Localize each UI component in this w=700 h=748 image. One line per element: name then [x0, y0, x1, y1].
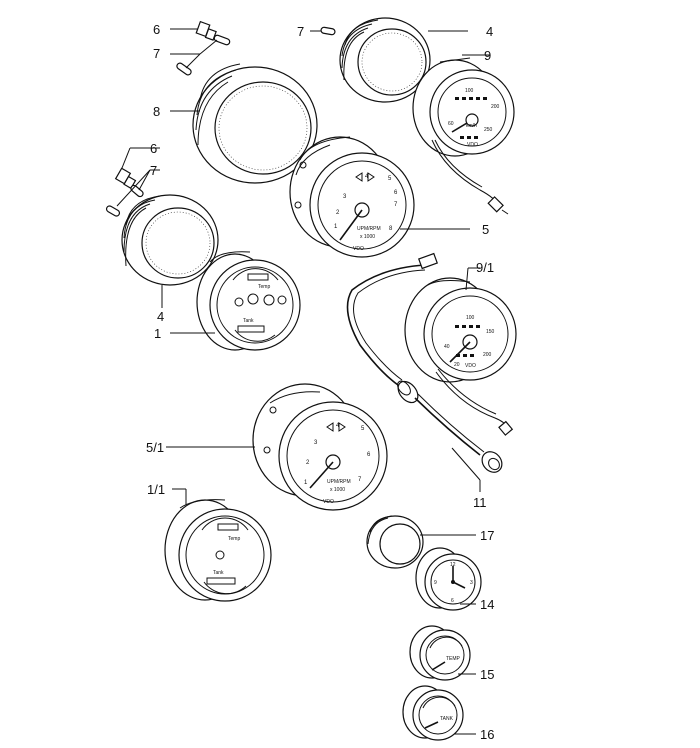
speedometer-9-1: 40 100 150 200 20 VDO — [404, 277, 517, 436]
speedo2-label: 100 — [466, 315, 475, 321]
combination-gauge-1-1: Temp Tank — [164, 499, 272, 602]
callout-1-1: 1/1 — [147, 482, 165, 497]
trim-ring-4-mid — [121, 194, 219, 286]
tach2-num: 1 — [304, 480, 308, 486]
speedo-label: 200 — [491, 104, 500, 110]
callout-1: 1 — [154, 326, 161, 341]
callout-7-mid: 7 — [150, 163, 157, 178]
clock-14: 12 3 6 9 — [415, 547, 482, 611]
bulb-7-top — [176, 34, 231, 76]
speedo2-label: 150 — [486, 329, 495, 335]
leader-lines — [116, 28, 490, 735]
tach-num: 1 — [334, 224, 338, 230]
tach-mult: x 1000 — [360, 234, 375, 240]
tach-num: 7 — [394, 202, 398, 208]
speedo-unit: km/h — [466, 123, 477, 129]
temp-label: TEMP — [446, 656, 461, 662]
clock-num: 9 — [434, 580, 437, 586]
speedometer-cable-11 — [346, 252, 503, 492]
callout-8: 8 — [153, 104, 160, 119]
bulb-7-top-right — [320, 26, 336, 36]
tach-unit: UPM/RPM — [357, 226, 381, 232]
trim-ring-4-top — [339, 17, 431, 103]
callout-4-mid: 4 — [157, 309, 164, 324]
callout-5-1: 5/1 — [146, 440, 164, 455]
tach2-num: 3 — [314, 440, 318, 446]
callout-11: 11 — [473, 495, 487, 510]
tach2-num: 7 — [358, 477, 362, 483]
callout-16: 16 — [480, 727, 494, 742]
speedo-label: 100 — [465, 88, 474, 94]
trim-ring-17 — [366, 515, 424, 569]
fuel-gauge-16: TANK — [402, 685, 464, 741]
tach2-unit: UPM/RPM — [327, 479, 351, 485]
tach-vdo: VDO — [353, 246, 364, 252]
clock-num: 12 — [450, 562, 456, 568]
callout-15: 15 — [480, 667, 494, 682]
bulb-holder-6-top — [195, 20, 217, 41]
callout-6-top: 6 — [153, 22, 160, 37]
tach-num: 3 — [343, 194, 347, 200]
tach2-num: 4 — [336, 423, 340, 429]
temp-gauge-15: TEMP — [409, 625, 471, 681]
callout-7-right: 7 — [297, 24, 304, 39]
tach-num: 8 — [389, 226, 393, 232]
tach2-vdo: VDO — [323, 499, 334, 505]
callout-7-top: 7 — [153, 46, 160, 61]
callout-4-top: 4 — [486, 24, 493, 39]
callout-17: 17 — [480, 528, 494, 543]
speedometer-9: 60 100 200 250 km/h VDO — [412, 57, 515, 215]
speedo2-vdo: VDO — [465, 363, 476, 369]
combo-temp-label: Temp — [258, 284, 270, 290]
callout-labels: 6 7 8 7 4 9 6 7 4 1 5 9/1 5/1 1/1 11 17 … — [146, 22, 494, 742]
callout-9-1: 9/1 — [476, 260, 494, 275]
tach-num: 6 — [394, 190, 398, 196]
speedo-label: 250 — [484, 127, 493, 133]
tach2-num: 2 — [306, 460, 310, 466]
clock-num: 6 — [451, 598, 454, 604]
tach-num: 4 — [365, 174, 369, 180]
tach2-num: 6 — [367, 452, 371, 458]
speedo2-label: 40 — [444, 344, 450, 350]
combination-gauge-1: Temp Tank — [196, 251, 301, 351]
callout-9: 9 — [484, 48, 491, 63]
speedo2-label: 20 — [454, 362, 460, 368]
fuel-label: TANK — [440, 716, 454, 722]
tach2-num: 5 — [361, 426, 365, 432]
callout-14: 14 — [480, 597, 494, 612]
combo2-tank-label: Tank — [213, 570, 224, 576]
speedo2-label: 200 — [483, 352, 492, 358]
trim-ring-8 — [192, 63, 318, 184]
combo-tank-label: Tank — [243, 318, 254, 324]
speedo-label: 60 — [448, 121, 454, 127]
tach2-mult: x 1000 — [330, 487, 345, 493]
clock-num: 3 — [470, 580, 473, 586]
tachometer-5: 1 2 3 4 5 6 7 8 UPM/RPM x 1000 VDO — [289, 136, 415, 258]
tachometer-5-1: 1 2 3 4 5 6 7 UPM/RPM x 1000 VDO — [252, 383, 388, 511]
callout-6-mid: 6 — [150, 141, 157, 156]
callout-5: 5 — [482, 222, 489, 237]
combo2-temp-label: Temp — [228, 536, 240, 542]
tach-num: 2 — [336, 210, 340, 216]
tach-num: 5 — [388, 176, 392, 182]
speedo-vdo: VDO — [467, 142, 478, 148]
